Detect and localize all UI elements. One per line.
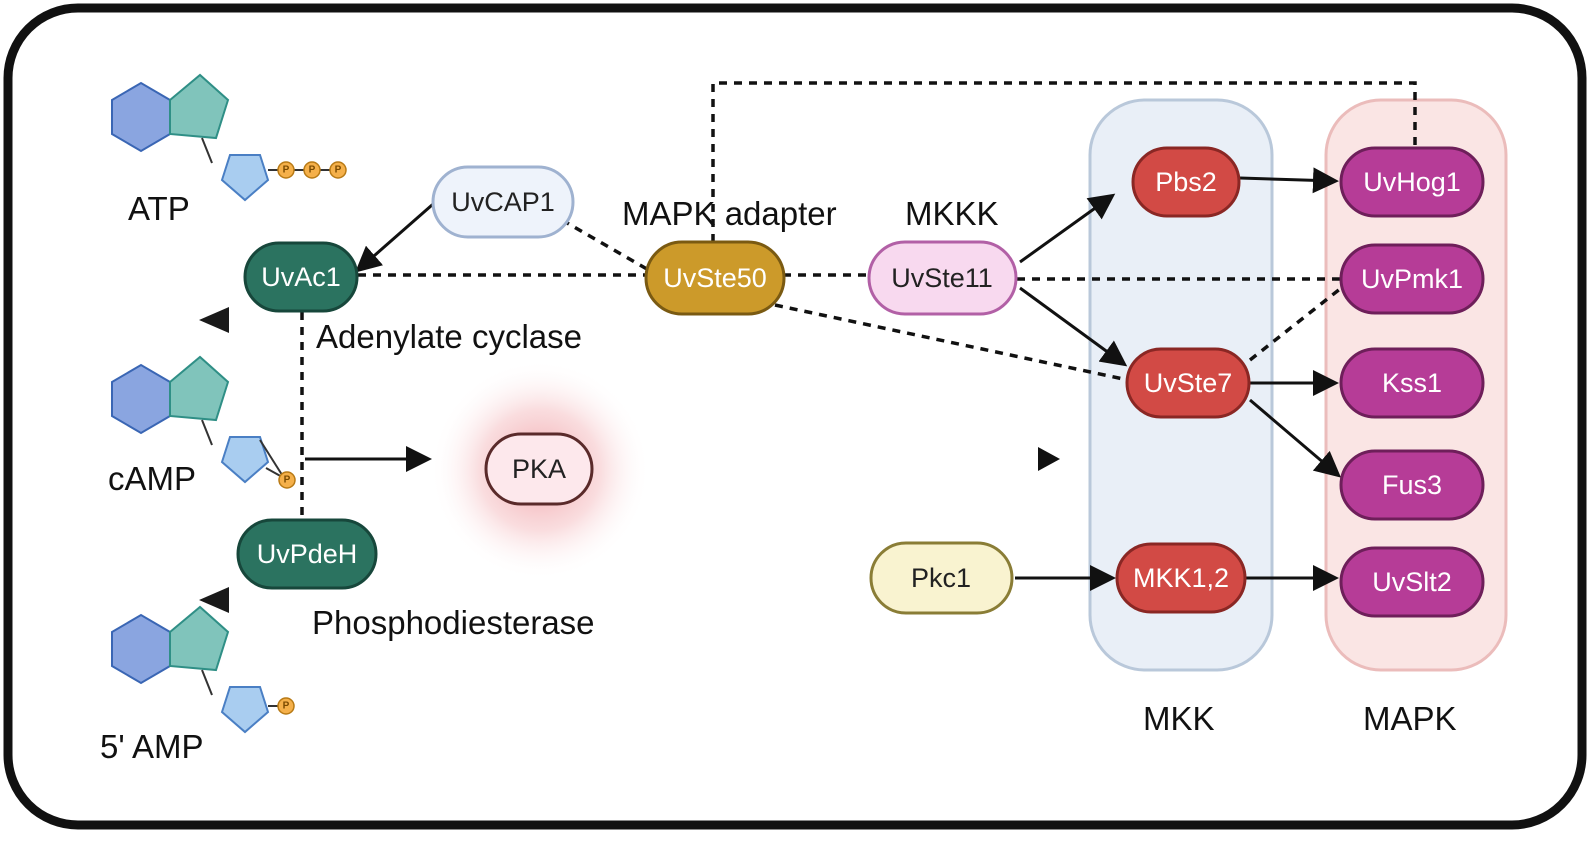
uvac1-label: UvAc1 (261, 262, 341, 292)
phosphate-label: P (335, 165, 342, 176)
cap1-to-ac1-arrow (354, 196, 441, 273)
ste11-to-ste7-arrow (1019, 286, 1128, 367)
solid-arrows (305, 167, 1342, 591)
uvste50-label: UvSte50 (663, 263, 767, 293)
atp-molecule-icon: P P P (111, 73, 347, 202)
mapk-adapter-label: MAPK adapter (622, 195, 837, 232)
dotted-interactions (300, 81, 1417, 520)
fus3-label: Fus3 (1382, 470, 1442, 500)
mapk-label: MAPK (1363, 700, 1457, 737)
phosphate-label: P (284, 475, 291, 486)
ste50-ste7-dotted-line (774, 303, 1129, 382)
ste7-pmk1-dotted-line (1248, 283, 1347, 362)
phosphate-label: P (283, 165, 290, 176)
node-mkk12: MKK1,2 (1115, 542, 1247, 614)
node-uvslt2: UvSlt2 (1339, 546, 1485, 618)
uvste7-label: UvSte7 (1144, 368, 1233, 398)
mkkk-label: MKKK (905, 195, 999, 232)
amp-molecule-icon: P (111, 605, 295, 734)
uvpdeh-label: UvPdeH (257, 539, 358, 569)
cap1-ste50-dotted-line (561, 218, 653, 274)
pka-arrowhead (1038, 447, 1060, 471)
uvcap1-label: UvCAP1 (451, 187, 555, 217)
amp-label: 5' AMP (100, 728, 204, 765)
node-uvcap1: UvCAP1 (431, 165, 575, 239)
mkk-label: MKK (1143, 700, 1215, 737)
camp-label: cAMP (108, 460, 196, 497)
uvhog1-label: UvHog1 (1363, 167, 1461, 197)
mkk12-label: MKK1,2 (1133, 563, 1229, 593)
adenylate-cyclase-label: Adenylate cyclase (316, 318, 582, 355)
uvpmk1-label: UvPmk1 (1361, 264, 1463, 294)
atp-label: ATP (128, 190, 190, 227)
pkc1-label: Pkc1 (911, 563, 971, 593)
pka-label: PKA (512, 454, 566, 484)
node-uvste11: UvSte11 (867, 240, 1018, 316)
node-pkc1: Pkc1 (869, 541, 1014, 615)
node-uvpdeh: UvPdeH (236, 518, 378, 590)
ste11-to-pbs2-arrow (1019, 193, 1116, 264)
node-uvhog1: UvHog1 (1339, 146, 1485, 218)
phosphate-label: P (283, 701, 290, 712)
pbs2-to-hog1-arrow (1239, 167, 1339, 194)
camp-molecule-icon: P (111, 355, 296, 489)
node-uvste7: UvSte7 (1125, 347, 1251, 419)
uvste11-label: UvSte11 (891, 263, 993, 293)
pbs2-label: Pbs2 (1155, 167, 1217, 197)
uvslt2-label: UvSlt2 (1372, 567, 1452, 597)
phosphate-label: P (309, 165, 316, 176)
node-pka: PKA (484, 432, 594, 506)
ste7-to-fus3-arrow (1249, 398, 1342, 478)
node-fus3: Fus3 (1339, 449, 1485, 521)
node-kss1: Kss1 (1339, 347, 1485, 419)
node-pbs2: Pbs2 (1131, 146, 1241, 218)
node-uvpmk1: UvPmk1 (1339, 243, 1485, 315)
phosphodiesterase-label: Phosphodiesterase (312, 604, 595, 641)
hog1-ste50-dotted-line (711, 81, 1417, 248)
node-uvste50: UvSte50 (644, 240, 786, 316)
kss1-label: Kss1 (1382, 368, 1442, 398)
node-uvac1: UvAc1 (243, 241, 359, 313)
